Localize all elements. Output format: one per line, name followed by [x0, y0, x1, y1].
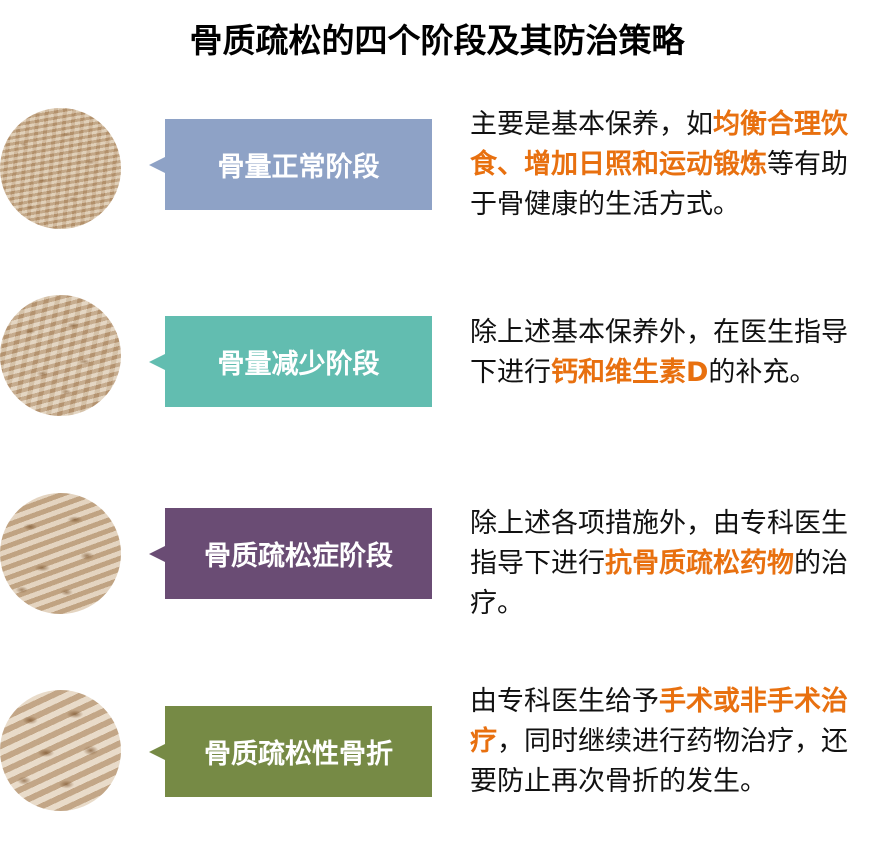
stage-label: 骨质疏松症阶段 [204, 541, 393, 572]
stage-label: 骨质疏松性骨折 [204, 739, 393, 770]
stage-label: 骨量减少阶段 [217, 349, 380, 380]
stage-label-box: 骨质疏松性骨折 [149, 706, 432, 797]
desc-highlight: 抗骨质疏松药物 [605, 548, 794, 579]
stage-description: 除上述基本保养外，在医生指导下进行钙和维生素D的补充。 [470, 313, 865, 393]
reduced-bone-texture-icon [0, 295, 121, 416]
stage-label-box: 骨量正常阶段 [149, 119, 432, 210]
desc-text: ，同时继续进行药物治疗，还要防止再次骨折的发生。 [470, 726, 848, 797]
desc-highlight: 手术或非手术治疗 [470, 686, 848, 757]
stage-label-box: 骨量减少阶段 [149, 316, 432, 407]
stage-description: 除上述各项措施外，由专科医生指导下进行抗骨质疏松药物的治疗。 [470, 504, 865, 624]
stage-description: 主要是基本保养，如均衡合理饮食、增加日照和运动锻炼等有助于骨健康的生活方式。 [470, 105, 865, 225]
stage-description: 由专科医生给予手术或非手术治疗，同时继续进行药物治疗，还要防止再次骨折的发生。 [470, 682, 865, 802]
desc-text: 的治疗。 [470, 548, 848, 619]
desc-highlight: 钙和维生素D [551, 357, 709, 388]
fracture-bone-texture-icon [0, 690, 121, 811]
page-title: 骨质疏松的四个阶段及其防治策略 [189, 21, 685, 60]
desc-text: 除上述基本保养外，在医生指导下进行 [470, 317, 848, 388]
stage-label: 骨量正常阶段 [217, 152, 380, 183]
desc-text: 主要是基本保养，如 [470, 109, 713, 140]
desc-text: 的补充。 [708, 357, 817, 388]
stage-label-box: 骨质疏松症阶段 [149, 508, 432, 599]
desc-text: 除上述各项措施外，由专科医生指导下进行 [470, 508, 848, 579]
normal-bone-texture-icon [0, 108, 121, 229]
desc-highlight: 均衡合理饮食、增加日照和运动锻炼 [470, 109, 848, 180]
osteoporosis-bone-texture-icon [0, 493, 121, 614]
desc-text: 等有助于骨健康的生活方式。 [470, 149, 848, 220]
desc-text: 由专科医生给予 [470, 686, 659, 717]
